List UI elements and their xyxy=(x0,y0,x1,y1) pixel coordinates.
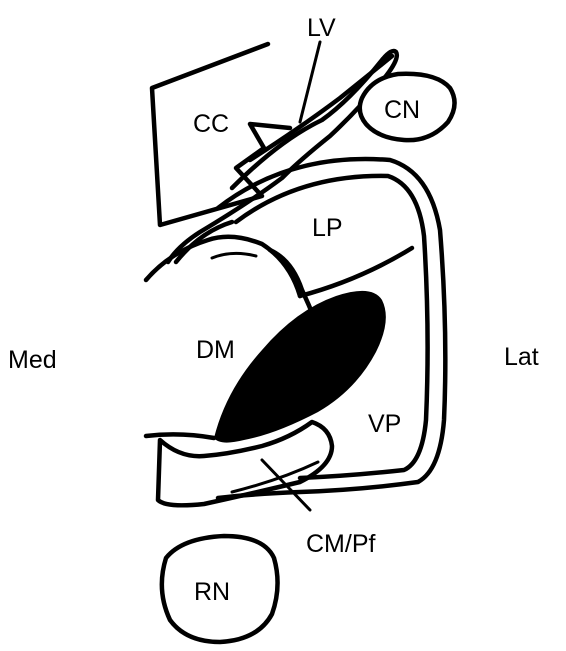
medial-edge-lower xyxy=(146,434,214,438)
label-dm: DM xyxy=(196,336,235,364)
label-cc: CC xyxy=(193,110,229,138)
lesion-shape xyxy=(214,291,386,443)
lv-pointer xyxy=(300,42,320,122)
label-rn: RN xyxy=(194,578,230,606)
label-lp: LP xyxy=(312,214,343,242)
label-lat: Lat xyxy=(504,343,539,371)
label-vp: VP xyxy=(368,410,401,438)
medial-edge-upper xyxy=(146,237,300,296)
label-lv: LV xyxy=(307,14,336,42)
label-med: Med xyxy=(8,346,57,374)
label-cn: CN xyxy=(384,96,420,124)
label-cm-pf: CM/Pf xyxy=(306,530,376,558)
stria-medullaris xyxy=(212,253,256,258)
lp-boundary-line xyxy=(300,248,412,296)
